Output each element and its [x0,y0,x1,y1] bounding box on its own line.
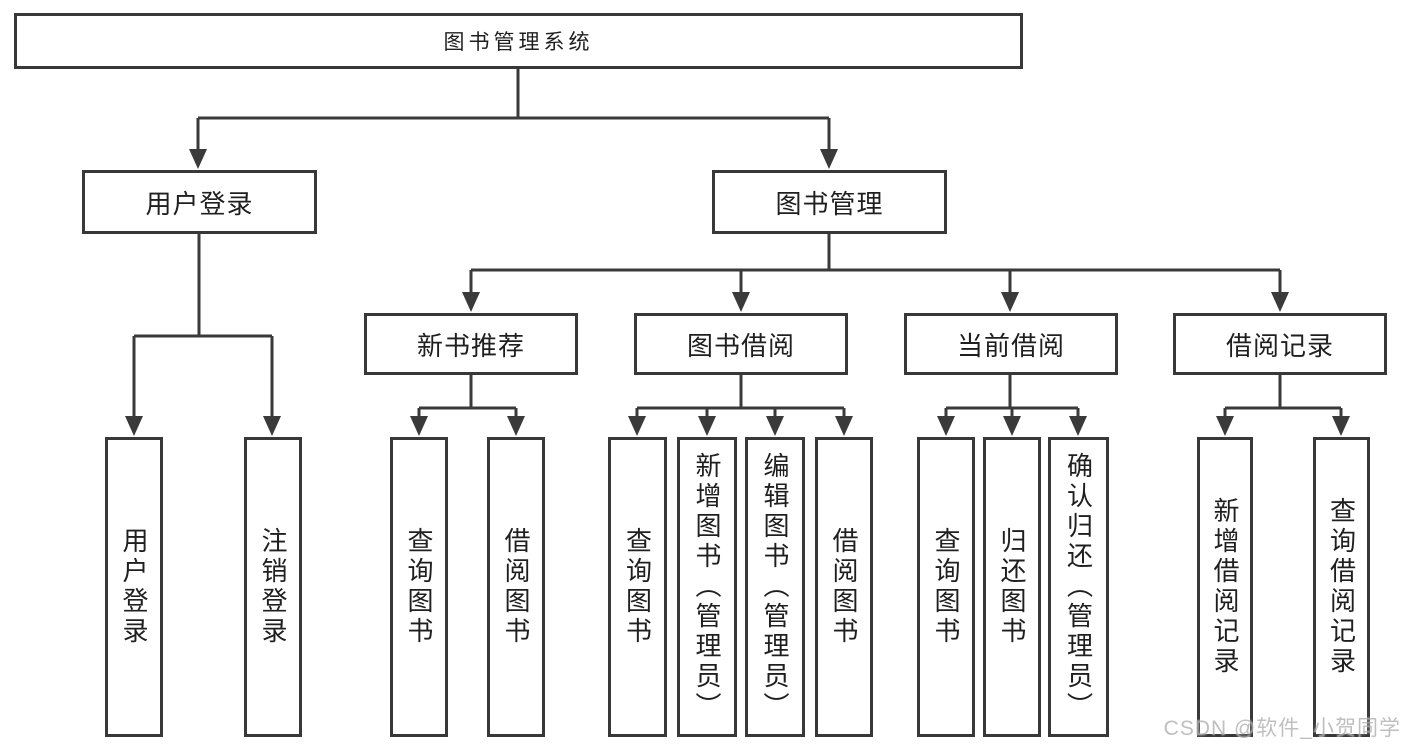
connector-recommend-to-leaves [417,375,518,418]
node-confirm-return-admin: 确认归还（管理员） [1048,437,1109,737]
node-new-book-recommendation: 新书推荐 [364,313,578,375]
node-user-login: 用户登录 [105,437,163,737]
node-add-books-admin: 新增图书（管理员） [677,437,737,737]
watermark: CSDN @软件_小贺同学 [1163,717,1401,740]
node-query-books-recommend: 查询图书 [390,437,448,737]
connector-current-to-leaves [944,375,1080,418]
node-borrowing-records: 借阅记录 [1173,313,1387,375]
connector-book-mgmt-to-level3 [469,234,1282,294]
connector-user-login-to-leaves [132,234,274,418]
node-logout: 注销登录 [244,437,302,737]
node-query-books-current: 查询图书 [917,437,975,737]
connector-root-to-level2 [196,69,831,151]
node-library-management-system: 图书管理系统 [14,13,1023,69]
arrowhead-icons [125,149,1350,436]
connector-records-to-leaves [1223,375,1343,418]
connector-borrowing-to-leaves [635,375,846,418]
node-query-books-borrowing: 查询图书 [608,437,667,737]
node-current-borrowing: 当前借阅 [904,313,1118,375]
node-book-borrowing: 图书借阅 [634,313,848,375]
node-book-management-module: 图书管理 [712,170,947,234]
node-borrow-books-borrowing: 借阅图书 [815,437,873,737]
node-add-borrow-record: 新增借阅记录 [1197,437,1253,737]
node-borrow-books-recommend: 借阅图书 [487,437,545,737]
node-user-login-module: 用户登录 [82,170,317,234]
node-return-books: 归还图书 [983,437,1041,737]
node-edit-books-admin: 编辑图书（管理员） [745,437,805,737]
node-query-borrow-record: 查询借阅记录 [1313,437,1370,737]
